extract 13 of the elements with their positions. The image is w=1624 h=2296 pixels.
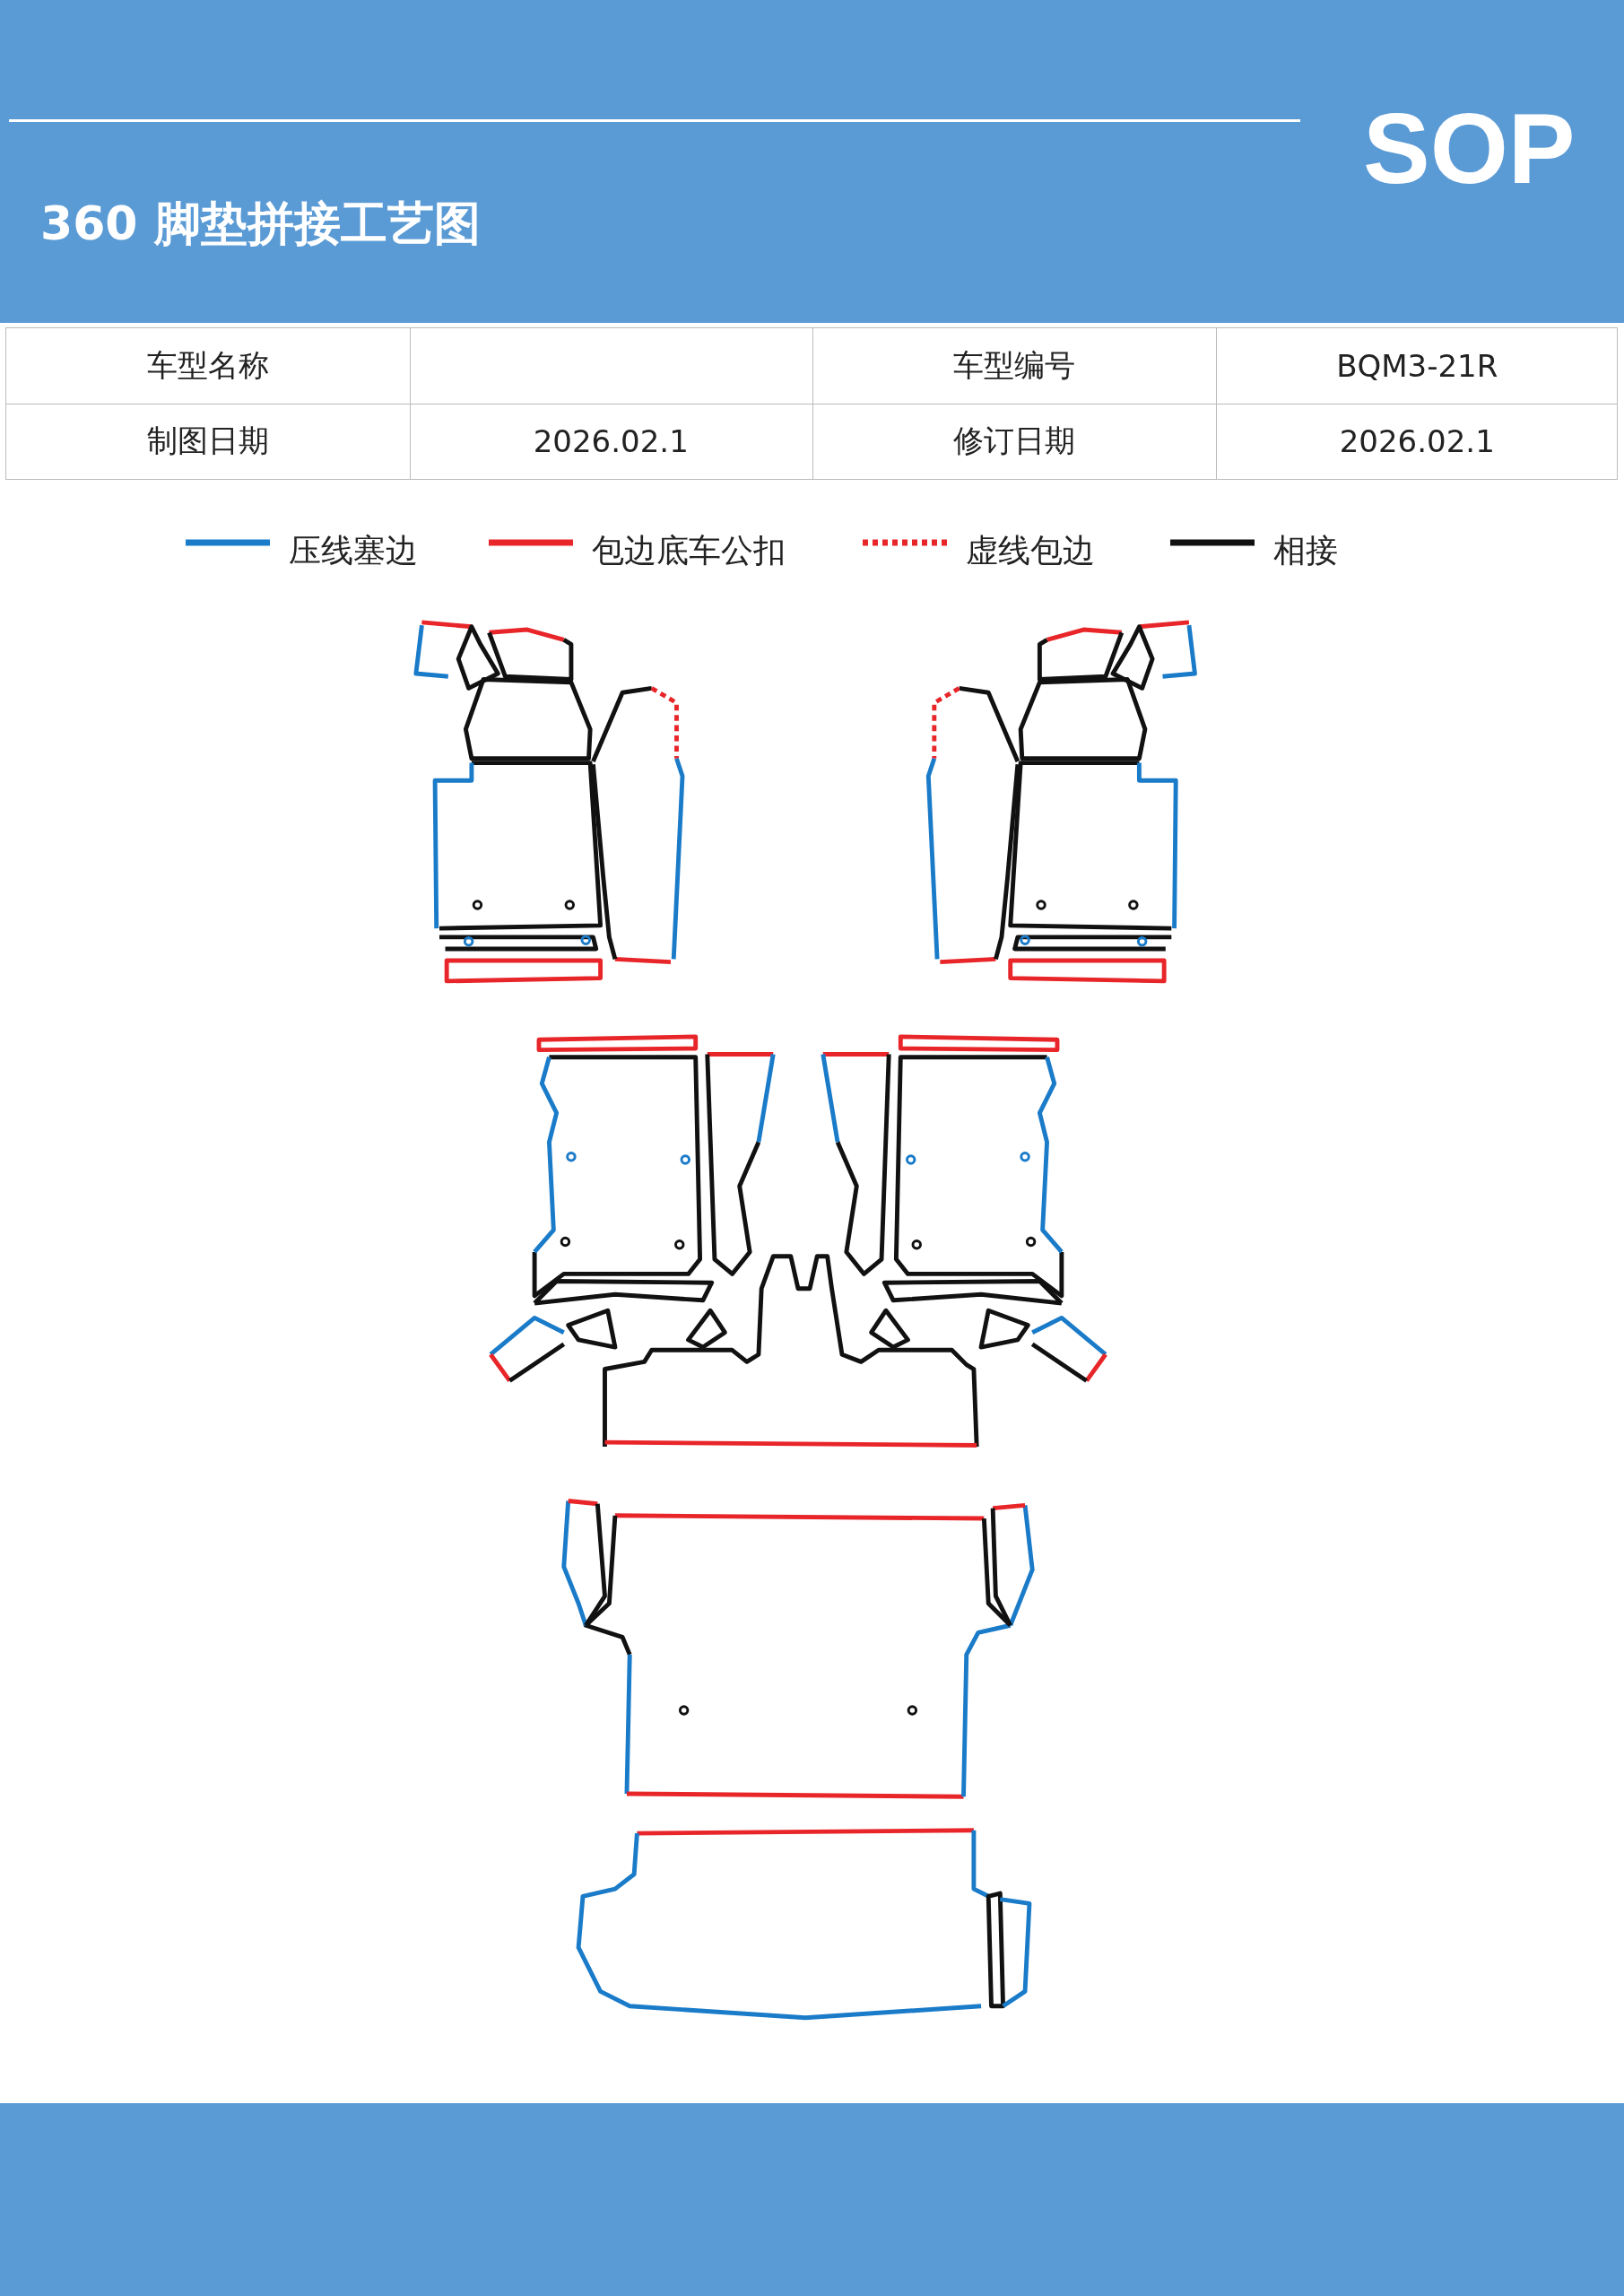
table-header-cell-text: 车型编号: [951, 346, 1076, 385]
sop-label: SOP: [1363, 99, 1576, 199]
table-header-cell-text: 车型名称: [145, 346, 270, 385]
legend-label: 压线塞边: [289, 531, 418, 570]
table-value-cell-text: 2026.02.1: [532, 422, 690, 461]
table-header-cell-text: 制图日期: [145, 422, 270, 460]
legend-label: 包边底车公扣: [592, 531, 786, 570]
table-header-cell-text: 修订日期: [951, 422, 1076, 460]
legend-label: 虚线包边: [966, 531, 1095, 570]
page-title: 360 脚垫拼接工艺图: [40, 196, 481, 252]
table-value-cell-text: 2026.02.1: [1338, 422, 1496, 461]
table-value-cell-text: BQM3-21R: [1335, 347, 1499, 386]
legend-label: 相接: [1273, 531, 1338, 570]
